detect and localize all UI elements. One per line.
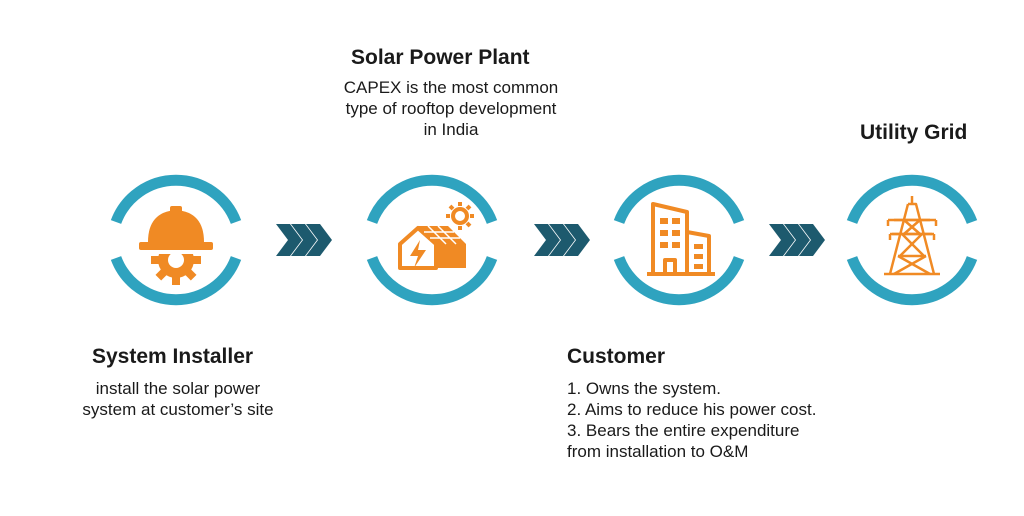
node-solar-power-plant	[362, 170, 502, 310]
node-utility-grid	[842, 170, 982, 310]
node-description-customer: 1. Owns the system. 2. Aims to reduce hi…	[567, 378, 867, 462]
description-line: from installation to O&M	[567, 442, 749, 461]
description-line: in India	[423, 120, 479, 139]
node-title-solar-power-plant: Solar Power Plant	[351, 46, 530, 69]
node-title-system-installer: System Installer	[92, 345, 254, 368]
description-line: system at customer’s site	[82, 400, 274, 419]
ring-icon	[846, 174, 978, 306]
chevron-arrow-icon	[534, 224, 590, 256]
solar-house-icon	[398, 202, 474, 270]
description-line: CAPEX is the most common	[343, 78, 559, 97]
node-system-installer	[106, 170, 246, 310]
description-line: 2. Aims to reduce his power cost.	[567, 400, 817, 419]
node-description-system-installer: install the solar power system at custom…	[58, 378, 298, 420]
chevron-arrow-icon	[769, 224, 825, 256]
description-line: 3. Bears the entire expenditure	[567, 421, 800, 440]
ring-icon	[613, 174, 745, 306]
description-line: 1. Owns the system.	[567, 379, 721, 398]
node-description-solar-power-plant: CAPEX is the most common type of rooftop…	[320, 77, 582, 140]
description-line: install the solar power	[95, 379, 261, 398]
ring-icon	[110, 174, 242, 306]
hard-hat-gear-icon	[139, 206, 213, 285]
node-title-utility-grid: Utility Grid	[860, 121, 968, 144]
ring-icon	[366, 174, 498, 306]
chevron-arrow-icon	[276, 224, 332, 256]
node-customer	[609, 170, 749, 310]
transmission-tower-icon	[884, 196, 940, 276]
description-line: type of rooftop development	[345, 99, 557, 118]
node-title-customer: Customer	[567, 345, 666, 368]
buildings-icon	[647, 202, 715, 276]
